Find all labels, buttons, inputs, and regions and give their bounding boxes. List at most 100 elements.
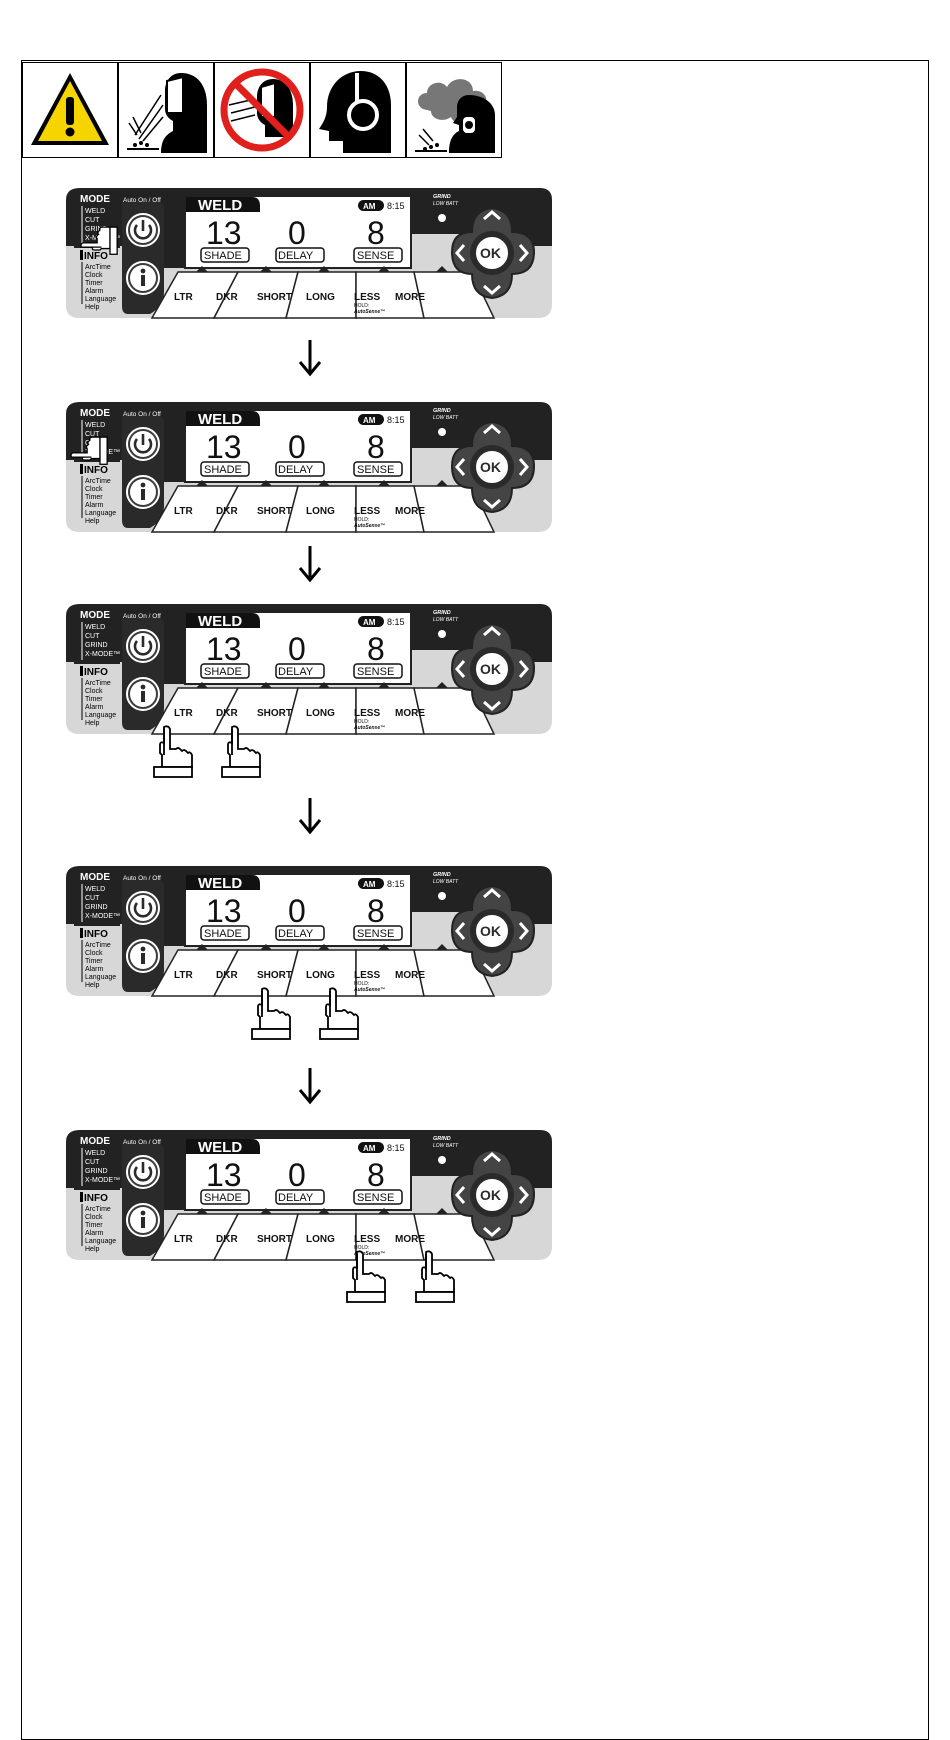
grind-indicator: GRIND xyxy=(433,872,451,878)
dkr-key[interactable]: DKR xyxy=(216,506,238,517)
less-key[interactable]: LESS xyxy=(354,970,380,981)
more-key[interactable]: MORE xyxy=(395,1234,425,1245)
step-arrow-2 xyxy=(298,544,322,589)
pointing-hand-icon xyxy=(153,725,193,778)
ok-button[interactable]: OK xyxy=(480,1187,501,1203)
step-1-panel: MODE Auto On / Off WELD CUT GRIND X-MODE… xyxy=(66,186,552,322)
navigation-pad[interactable] xyxy=(450,206,536,300)
more-key[interactable]: MORE xyxy=(395,970,425,981)
status-led xyxy=(438,214,446,222)
long-key[interactable]: LONG xyxy=(306,1234,335,1245)
ok-button[interactable]: OK xyxy=(480,923,501,939)
power-button[interactable] xyxy=(126,891,160,925)
delay-label: DELAY xyxy=(278,928,314,940)
navigation-pad[interactable] xyxy=(450,884,536,978)
am-badge: AM xyxy=(363,618,376,627)
power-button[interactable] xyxy=(126,629,160,663)
less-key[interactable]: LESS xyxy=(354,1234,380,1245)
short-key[interactable]: SHORT xyxy=(257,506,292,517)
short-key[interactable]: SHORT xyxy=(257,292,292,303)
more-key[interactable]: MORE xyxy=(395,506,425,517)
less-key[interactable]: LESS xyxy=(354,708,380,719)
mode-xmode: X-MODE™ xyxy=(85,1177,120,1184)
delay-value: 0 xyxy=(288,1157,306,1193)
info-timer: Timer xyxy=(85,1222,103,1229)
more-key[interactable]: MORE xyxy=(395,292,425,303)
ltr-key[interactable]: LTR xyxy=(174,708,193,719)
sense-label: SENSE xyxy=(357,666,394,678)
ltr-key[interactable]: LTR xyxy=(174,1234,193,1245)
power-button[interactable] xyxy=(126,213,160,247)
step-5-hand xyxy=(345,1250,389,1311)
more-key[interactable]: MORE xyxy=(395,708,425,719)
screen-mode: WELD xyxy=(198,411,242,428)
info-clock: Clock xyxy=(85,486,103,493)
low-batt-indicator: LOW BATT xyxy=(433,1143,459,1149)
navigation-pad[interactable] xyxy=(450,1148,536,1242)
info-arctime: ArcTime xyxy=(85,680,111,687)
dkr-key[interactable]: DKR xyxy=(216,1234,238,1245)
short-key[interactable]: SHORT xyxy=(257,1234,292,1245)
info-label: INFO xyxy=(84,1193,108,1204)
delay-value: 0 xyxy=(288,215,306,251)
long-key[interactable]: LONG xyxy=(306,292,335,303)
navigation-pad[interactable] xyxy=(450,420,536,514)
mode-grind: GRIND xyxy=(85,904,108,911)
screen-mode: WELD xyxy=(198,613,242,630)
ok-button[interactable]: OK xyxy=(480,245,501,261)
info-button[interactable] xyxy=(126,475,160,509)
less-key[interactable]: LESS xyxy=(354,292,380,303)
info-label: INFO xyxy=(84,251,108,262)
down-arrow-icon xyxy=(298,546,322,583)
ok-button[interactable]: OK xyxy=(480,661,501,677)
dkr-key[interactable]: DKR xyxy=(216,708,238,719)
pointing-hand-icon xyxy=(80,226,118,255)
mode-xmode: X-MODE™ xyxy=(85,651,120,658)
short-key[interactable]: SHORT xyxy=(257,970,292,981)
less-key[interactable]: LESS xyxy=(354,506,380,517)
long-key[interactable]: LONG xyxy=(306,970,335,981)
info-alarm: Alarm xyxy=(85,966,103,973)
delay-value: 0 xyxy=(288,893,306,929)
info-help: Help xyxy=(85,720,100,727)
mode-label: MODE xyxy=(80,194,110,205)
long-key[interactable]: LONG xyxy=(306,708,335,719)
sense-value: 8 xyxy=(367,893,385,929)
power-button[interactable] xyxy=(126,427,160,461)
ltr-key[interactable]: LTR xyxy=(174,292,193,303)
step-4-hand xyxy=(318,987,362,1048)
mode-weld: WELD xyxy=(85,422,105,429)
dkr-key[interactable]: DKR xyxy=(216,292,238,303)
arc-rays-face-icon xyxy=(118,62,214,158)
navigation-pad[interactable] xyxy=(450,622,536,716)
short-key[interactable]: SHORT xyxy=(257,708,292,719)
mode-label: MODE xyxy=(80,1136,110,1147)
sense-value: 8 xyxy=(367,631,385,667)
info-help: Help xyxy=(85,518,100,525)
info-button[interactable] xyxy=(126,677,160,711)
ok-button[interactable]: OK xyxy=(480,459,501,475)
info-timer: Timer xyxy=(85,696,103,703)
shade-label: SHADE xyxy=(204,928,242,940)
clock-time: 8:15 xyxy=(387,617,405,627)
info-button[interactable] xyxy=(126,261,160,295)
dkr-key[interactable]: DKR xyxy=(216,970,238,981)
mode-grind: GRIND xyxy=(85,1168,108,1175)
info-label: INFO xyxy=(84,465,108,476)
long-key[interactable]: LONG xyxy=(306,506,335,517)
grind-indicator: GRIND xyxy=(433,610,451,616)
ltr-key[interactable]: LTR xyxy=(174,506,193,517)
step-2-hand xyxy=(70,430,110,475)
mode-weld: WELD xyxy=(85,886,105,893)
clock-time: 8:15 xyxy=(387,1143,405,1153)
hold-label: HOLD: xyxy=(354,1245,369,1251)
ltr-key[interactable]: LTR xyxy=(174,970,193,981)
warning-icon-strip xyxy=(22,62,502,158)
info-button[interactable] xyxy=(126,1203,160,1237)
info-button[interactable] xyxy=(126,939,160,973)
sense-label: SENSE xyxy=(357,250,394,262)
autosense-label: AutoSense™ xyxy=(353,309,385,315)
pointing-hand-icon xyxy=(319,987,359,1040)
power-button[interactable] xyxy=(126,1155,160,1189)
delay-label: DELAY xyxy=(278,666,314,678)
